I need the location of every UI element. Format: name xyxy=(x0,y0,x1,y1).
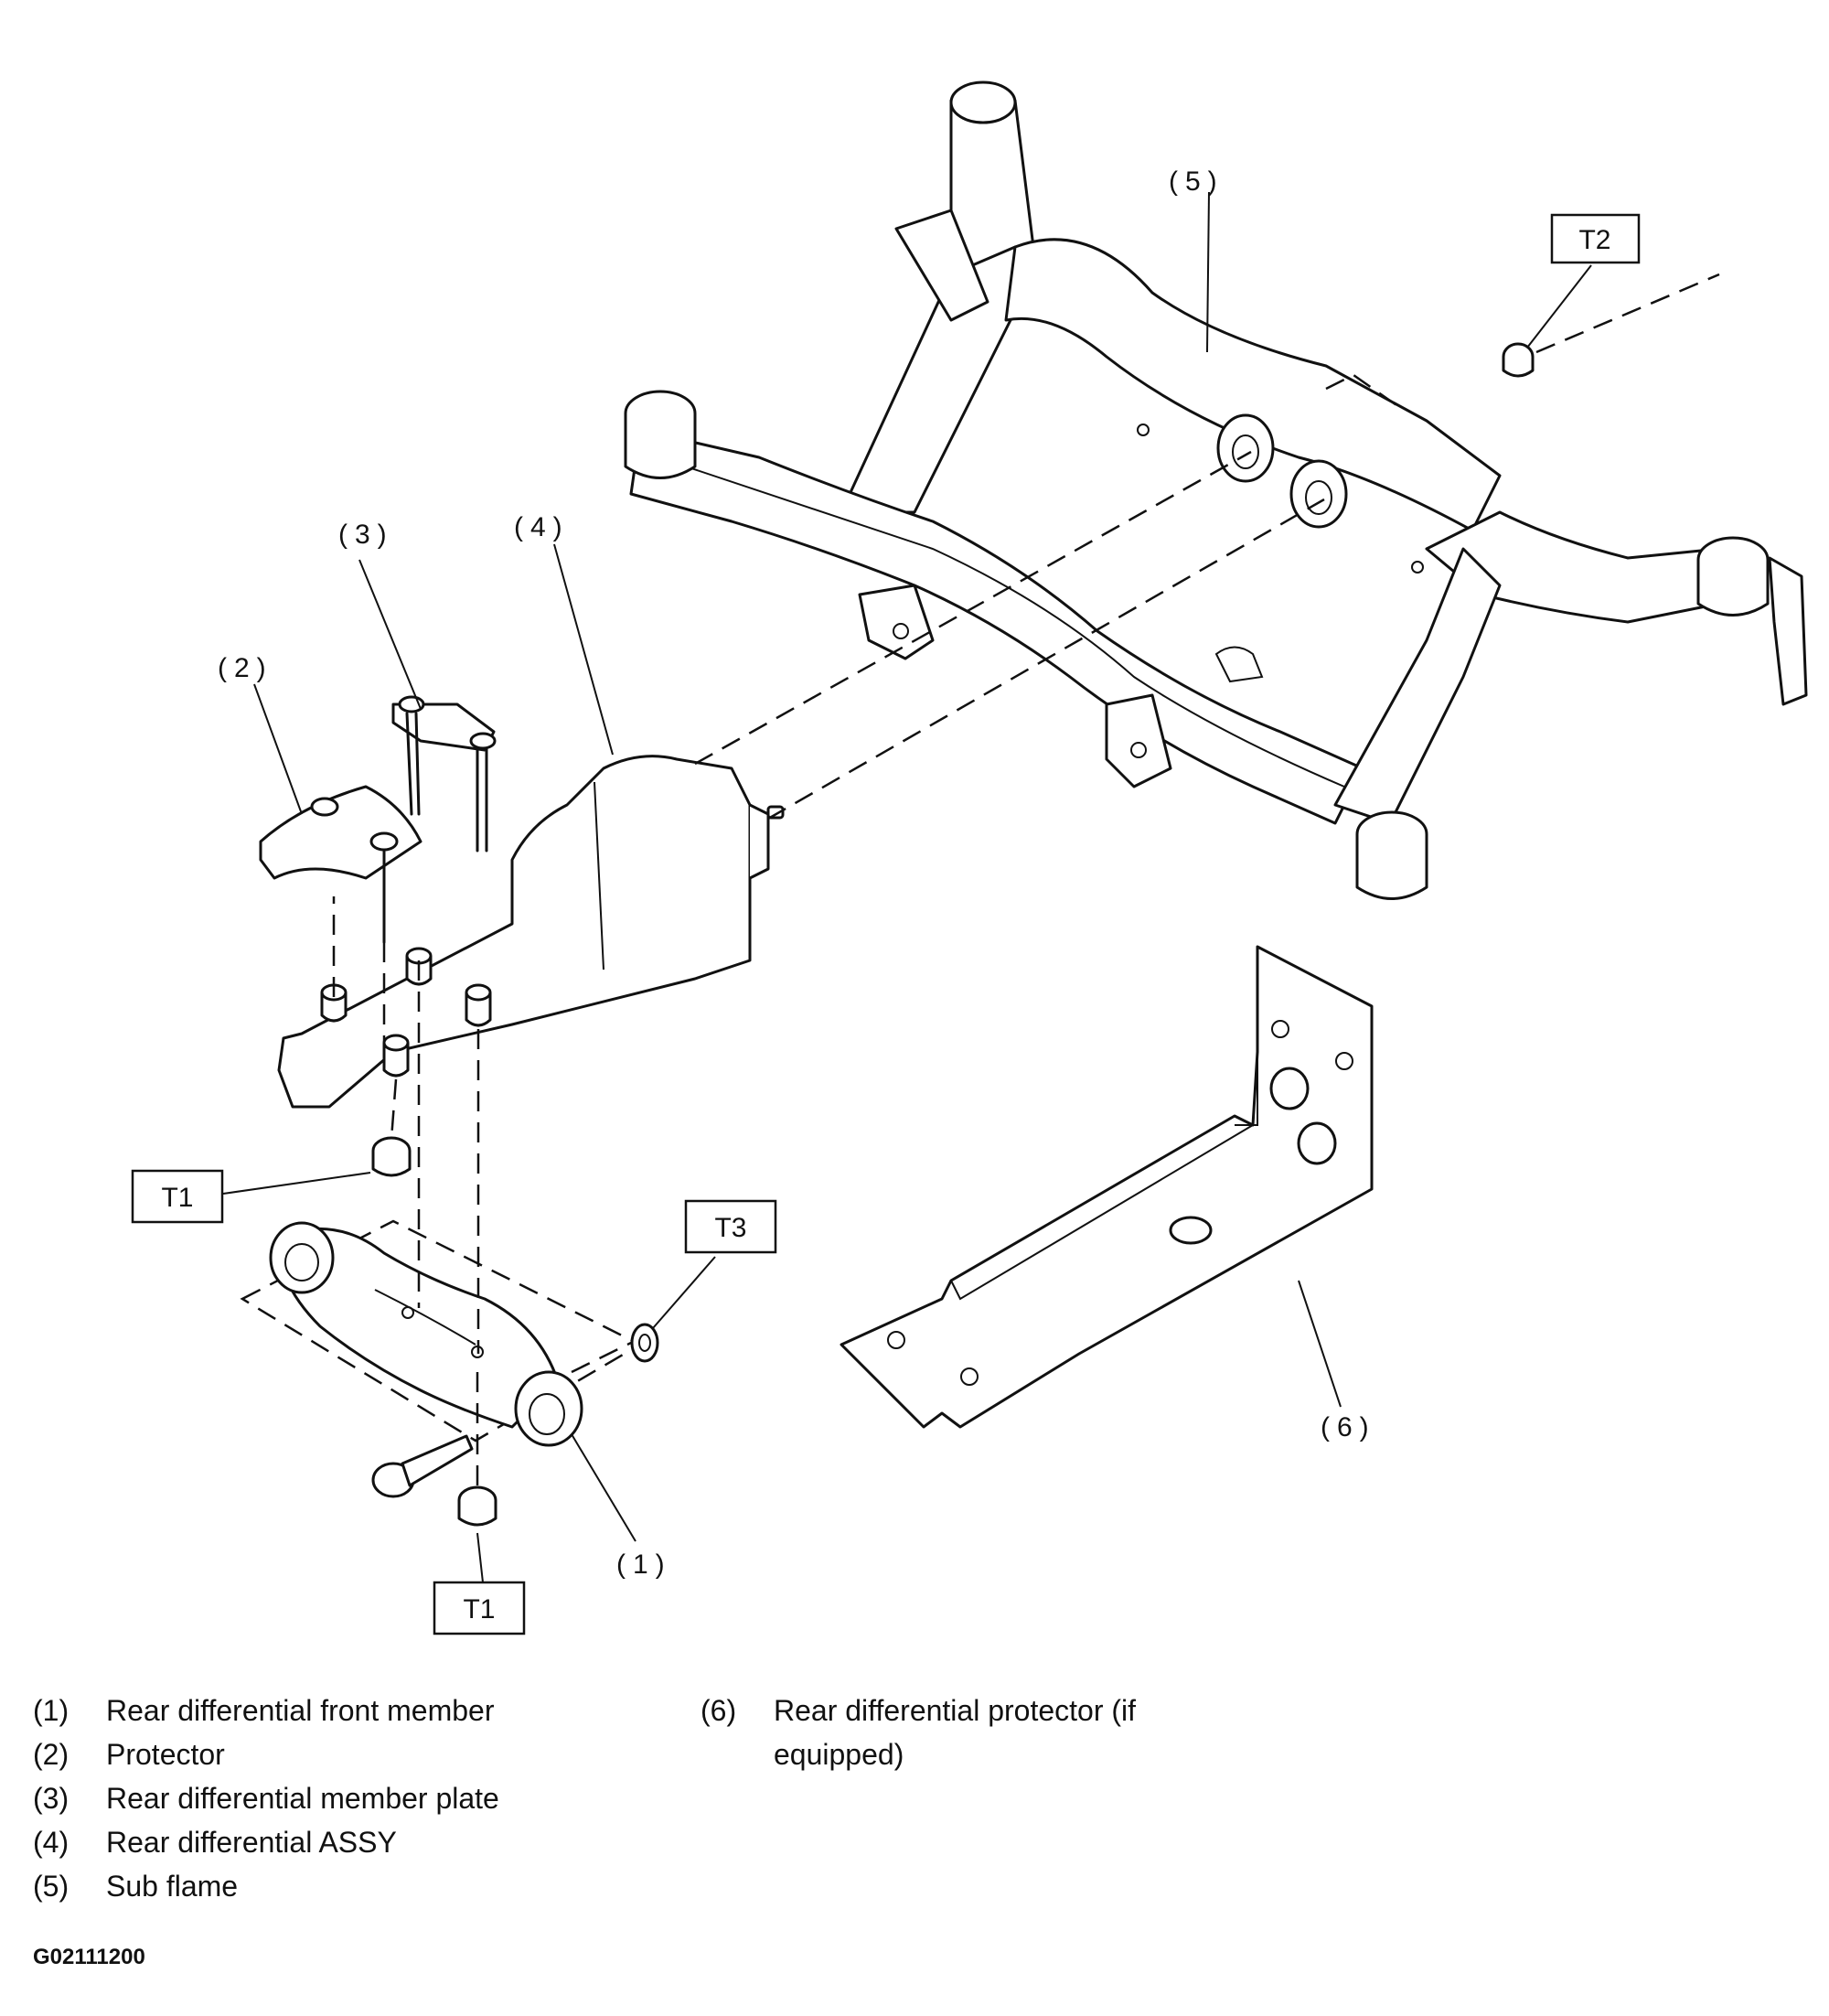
exploded-view-diagram: (5) (4) (3) (2) (6) (1) T2 T1 T3 T1 xyxy=(131,80,1808,1635)
torque-box-t1-upper xyxy=(131,1169,224,1224)
callout-3: (3) xyxy=(338,520,394,550)
torque-box-t1-lower xyxy=(433,1581,526,1635)
legend-item-6: (6) Rear differential protector (if xyxy=(701,1692,1286,1729)
legend-item-6-continued: equipped) xyxy=(701,1736,1286,1773)
legend-item-4: (4) Rear differential ASSY xyxy=(33,1824,673,1861)
rear-differential-protector xyxy=(840,945,1374,1429)
legend-number: (4) xyxy=(33,1826,70,1859)
sub-frame xyxy=(624,80,1808,900)
torque-box-t3 xyxy=(684,1199,777,1254)
torque-label-t3: T3 xyxy=(714,1213,746,1243)
torque-box-t2 xyxy=(1550,213,1641,264)
legend-text: Rear differential front member xyxy=(106,1694,495,1727)
leader-lines xyxy=(222,191,1592,1583)
legend-item-3: (3) Rear differential member plate xyxy=(33,1780,673,1817)
rear-differential-front-member xyxy=(240,1219,643,1447)
legend-number: (6) xyxy=(701,1694,737,1727)
legend-number: (1) xyxy=(33,1694,70,1727)
torque-label-t1-lower: T1 xyxy=(463,1594,495,1625)
protector xyxy=(259,785,422,944)
legend-text: Sub flame xyxy=(106,1870,239,1903)
legend-text: Rear differential ASSY xyxy=(106,1826,397,1859)
parts-legend: (1) Rear differential front member (2) P… xyxy=(33,1692,1313,1967)
legend-item-2: (2) Protector xyxy=(33,1736,673,1773)
legend-number: (2) xyxy=(33,1738,70,1771)
legend-text: Rear differential protector (if xyxy=(774,1694,1137,1727)
legend-text: equipped) xyxy=(774,1738,904,1771)
legend-text: Protector xyxy=(106,1738,225,1771)
member-plate xyxy=(391,695,497,853)
legend-number: (5) xyxy=(33,1870,70,1903)
fasteners xyxy=(371,342,1535,1527)
callout-2: (2) xyxy=(218,653,273,683)
figure-id: G02111200 xyxy=(33,1945,145,1969)
torque-label-t2: T2 xyxy=(1578,225,1610,255)
callout-6: (6) xyxy=(1321,1412,1376,1442)
callout-1: (1) xyxy=(616,1550,672,1580)
legend-item-1: (1) Rear differential front member xyxy=(33,1692,673,1729)
assembly-lines xyxy=(332,273,1720,1486)
callout-5: (5) xyxy=(1169,166,1225,197)
legend-number: (3) xyxy=(33,1782,70,1815)
callout-4: (4) xyxy=(514,512,570,542)
legend-text: Rear differential member plate xyxy=(106,1782,499,1815)
torque-label-t1-upper: T1 xyxy=(161,1183,193,1213)
legend-item-5: (5) Sub flame xyxy=(33,1868,673,1904)
